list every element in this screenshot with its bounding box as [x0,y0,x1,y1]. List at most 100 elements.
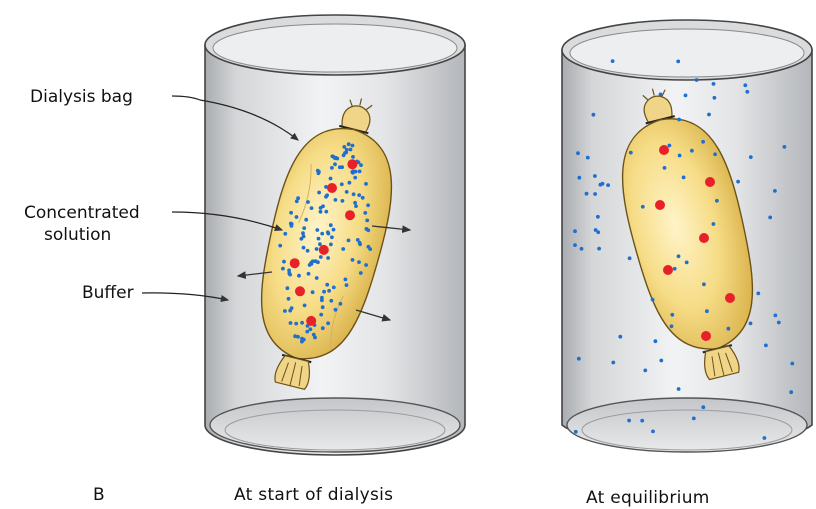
small-molecule [628,256,632,260]
small-molecule [316,169,320,173]
small-molecule [282,260,286,264]
large-molecule [655,200,665,210]
large-molecule [725,293,735,303]
dialysis-bag-label: Dialysis bag [30,87,133,107]
small-molecule [315,228,319,232]
large-molecule [699,233,709,243]
small-molecule [332,286,336,290]
small-molecule [677,118,681,122]
small-molecule [749,155,753,159]
small-molecule [316,260,320,264]
small-molecule [345,148,349,152]
large-molecule [327,183,337,193]
small-molecule [351,258,355,262]
small-molecule [290,306,294,310]
small-molecule [599,183,603,187]
small-molecule [358,170,362,174]
small-molecule [343,151,347,155]
small-molecule [289,211,293,215]
small-molecule [315,276,319,280]
small-molecule [585,192,589,196]
small-molecule [306,200,310,204]
small-molecule [297,274,301,278]
small-molecule [339,302,343,306]
small-molecule [317,191,321,195]
small-molecule [330,235,334,239]
small-molecule [690,149,694,153]
small-molecule [306,249,310,253]
small-molecule [281,267,285,271]
small-molecule [302,246,306,250]
small-molecule [351,155,355,159]
small-molecule [345,190,349,194]
small-molecule [577,176,581,180]
small-molecule [334,308,338,312]
large-molecule [659,145,669,155]
small-molecule [354,204,358,208]
small-molecule [790,362,794,366]
small-molecule [286,286,290,290]
small-molecule [295,215,299,219]
small-molecule [702,282,706,286]
large-molecule [705,177,715,187]
small-molecule [278,244,282,248]
small-molecule [736,180,740,184]
small-molecule [324,195,328,199]
small-molecule [651,430,655,434]
small-molecule [347,239,351,243]
small-molecule [319,313,323,317]
small-molecule [312,333,316,337]
small-molecule [303,304,307,308]
small-molecule [701,405,705,409]
small-molecule [341,247,345,251]
small-molecule [592,113,596,117]
small-molecule [577,357,581,361]
small-molecule [705,309,709,313]
small-molecule [627,419,631,423]
small-molecule [321,305,325,309]
small-molecule [296,335,300,339]
small-molecule [678,154,682,158]
small-molecule [287,297,291,301]
small-molecule [353,201,357,205]
small-molecule [596,215,600,219]
small-molecule [329,299,333,303]
small-molecule [309,327,313,331]
small-molecule [319,206,323,210]
small-molecule [685,261,689,265]
small-molecule [580,247,584,251]
small-molecule [310,206,314,210]
small-molecule [302,338,306,342]
small-molecule [325,283,329,287]
small-molecule [764,344,768,348]
small-molecule [695,78,699,82]
large-molecule [347,159,357,169]
small-molecule [333,156,337,160]
small-molecule [324,210,328,214]
small-molecule [659,93,663,97]
small-molecule [641,205,645,209]
small-molecule [349,148,353,152]
small-molecule [715,199,719,203]
large-molecule [295,286,305,296]
small-molecule [597,247,601,251]
small-molecule [692,417,696,421]
small-molecule [307,272,311,276]
small-molecule [352,192,356,196]
small-molecule [682,176,686,180]
small-molecule [364,182,368,186]
small-molecule [319,255,323,259]
small-molecule [308,263,312,267]
small-molecule [677,387,681,391]
small-molecule [573,229,577,233]
small-molecule [651,298,655,302]
small-molecule [763,436,767,440]
small-molecule [287,269,291,273]
small-molecule [713,152,717,156]
small-molecule [773,189,777,193]
small-molecule [789,390,793,394]
small-molecule [654,339,658,343]
small-molecule [305,330,309,334]
buffer-label: Buffer [82,283,134,303]
small-molecule [283,309,287,313]
